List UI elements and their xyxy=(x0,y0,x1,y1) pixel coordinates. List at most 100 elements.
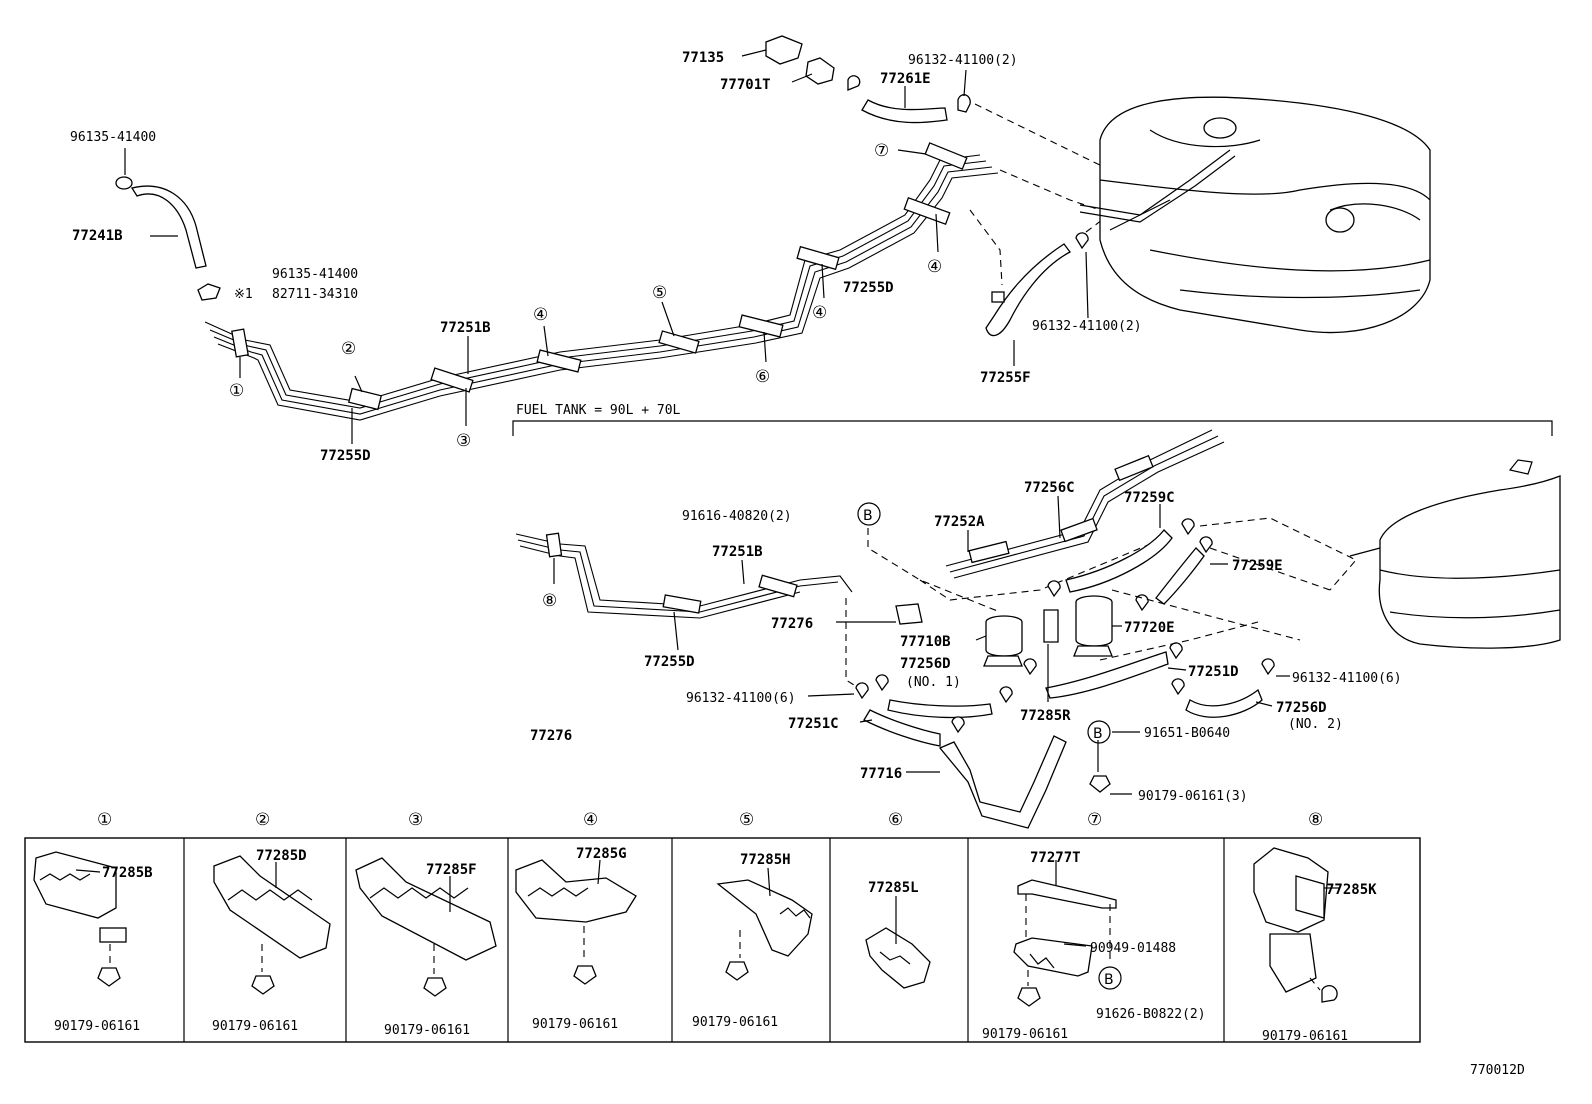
tank-section-heading: FUEL TANK = 90L + 70L xyxy=(516,403,681,418)
bolt-panel-2: 90179-06161 xyxy=(212,1019,298,1034)
part-77285K: 77285K xyxy=(1326,882,1377,898)
label-77255D-a: 77255D xyxy=(320,448,371,464)
label-96135-41400-a: 96135-41400 xyxy=(70,130,156,145)
label-90179-06161-3: 90179-06161(3) xyxy=(1138,789,1248,804)
callout-B-circle-1 xyxy=(857,502,881,526)
label-77252A: 77252A xyxy=(934,514,985,530)
panel-6-number: ⑥ xyxy=(888,810,903,830)
label-77276-a: 77276 xyxy=(771,616,813,632)
label-77701T: 77701T xyxy=(720,77,771,93)
clamp-callout-4c: ④ xyxy=(927,257,942,277)
tank-section: FUEL TANK = 90L + 70L xyxy=(512,403,1561,829)
part-77285L: 77285L xyxy=(868,880,919,896)
top-assembly: 77135 77701T 96132-41100(2) 77261E 96135… xyxy=(70,35,1431,464)
label-77256C: 77256C xyxy=(1024,480,1075,496)
tank-hoses xyxy=(807,504,1290,747)
label-91651-B0640: 91651-B0640 xyxy=(1144,726,1230,741)
label-77251C: 77251C xyxy=(788,716,839,732)
label-96132-41100-mid: 96132-41100(2) xyxy=(1032,319,1142,334)
vent-valve-group xyxy=(741,35,971,124)
clamp-callout-8: ⑧ xyxy=(542,591,557,611)
lower-pipe-bundle xyxy=(515,532,863,691)
panel-6: 77285L xyxy=(865,880,931,989)
panel-8: 77285K 90179-06161 xyxy=(1253,847,1377,1044)
label-77255D-tank: 77255D xyxy=(644,654,695,670)
panel-7-number: ⑦ xyxy=(1087,810,1102,830)
panel-4: 77285G 90179-06161 xyxy=(515,846,637,1032)
clamp-panels: ① ② ③ ④ ⑤ ⑥ ⑦ ⑧ 77285B 90179-06161 xyxy=(24,810,1421,1044)
label-77255D-b: 77255D xyxy=(843,280,894,296)
label-77710B: 77710B xyxy=(900,634,951,650)
part-77285D: 77285D xyxy=(256,848,307,864)
label-77259C: 77259C xyxy=(1124,490,1175,506)
part-77277T: 77277T xyxy=(1030,850,1081,866)
label-96132-41100-6-left: 96132-41100(6) xyxy=(686,691,796,706)
part-77285B: 77285B xyxy=(102,865,153,881)
bolt-panel-5: 90179-06161 xyxy=(692,1015,778,1030)
bolt-panel-3: 90179-06161 xyxy=(384,1023,470,1038)
panel-1-number: ① xyxy=(97,810,112,830)
part-91626-B0822: 91626-B0822(2) xyxy=(1096,1007,1206,1022)
label-77251D: 77251D xyxy=(1188,664,1239,680)
label-77251B-top: 77251B xyxy=(440,320,491,336)
clamp-callout-4b: ④ xyxy=(812,303,827,323)
label-82711-34310: 82711-34310 xyxy=(272,287,358,302)
section-bracket xyxy=(512,420,1553,436)
tank-pipes-upper xyxy=(919,429,1225,601)
fuel-tank-top xyxy=(1079,96,1431,334)
label-77285R: 77285R xyxy=(1020,708,1071,724)
charcoal-canisters xyxy=(836,528,1301,702)
label-77241B: 77241B xyxy=(72,228,123,244)
top-pipe-bundle xyxy=(204,142,999,444)
part-77285G: 77285G xyxy=(576,846,627,862)
panel-4-number: ④ xyxy=(583,810,598,830)
clamp-callout-1: ① xyxy=(229,381,244,401)
label-no2: (NO. 2) xyxy=(1288,717,1343,732)
panel-5-number: ⑤ xyxy=(739,810,754,830)
clamp-callout-2: ② xyxy=(341,339,356,359)
label-77135: 77135 xyxy=(682,50,724,66)
panel-3: 77285F 90179-06161 xyxy=(355,857,497,1038)
callout-B-panel-7: B xyxy=(1104,972,1114,988)
filler-hose xyxy=(115,148,221,301)
label-96132-41100-6-right: 96132-41100(6) xyxy=(1292,671,1402,686)
label-77276-b: 77276 xyxy=(530,728,572,744)
label-77256D-no2: 77256D xyxy=(1276,700,1327,716)
label-no1: (NO. 1) xyxy=(906,675,961,690)
label-96135-41400-b: 96135-41400 xyxy=(272,267,358,282)
bolt-panel-4: 90179-06161 xyxy=(532,1017,618,1032)
clamp-callout-3: ③ xyxy=(456,431,471,451)
label-77251B-tank: 77251B xyxy=(712,544,763,560)
label-77261E: 77261E xyxy=(880,71,931,87)
panel-3-number: ③ xyxy=(408,810,423,830)
part-77285F: 77285F xyxy=(426,862,477,878)
panel-frame xyxy=(24,837,1421,1043)
panel-8-number: ⑧ xyxy=(1308,810,1323,830)
bolt-panel-8: 90179-06161 xyxy=(1262,1029,1348,1044)
panel-2: 77285D 90179-06161 xyxy=(212,848,331,1034)
label-77259E: 77259E xyxy=(1232,558,1283,574)
callout-B-1: B xyxy=(863,508,873,524)
fuel-tank-right xyxy=(1199,459,1561,649)
panel-5: 77285H 90179-06161 xyxy=(692,852,813,1030)
label-77716: 77716 xyxy=(860,766,902,782)
clamp-callout-6: ⑥ xyxy=(755,367,770,387)
clamp-callout-5: ⑤ xyxy=(652,283,667,303)
clamp-callout-4a: ④ xyxy=(533,305,548,325)
callout-B-2: B xyxy=(1093,726,1103,742)
part-90949-01488: 90949-01488 xyxy=(1090,941,1176,956)
label-96132-41100-top: 96132-41100(2) xyxy=(908,53,1018,68)
part-77285H: 77285H xyxy=(740,852,791,868)
label-77256D-no1: 77256D xyxy=(900,656,951,672)
panel-2-number: ② xyxy=(255,810,270,830)
panel-7: B 77277T 90949-01488 91626-B0822(2) 9017… xyxy=(982,850,1206,1042)
callout-B-circle-2 xyxy=(1087,720,1111,744)
bolt-panel-1: 90179-06161 xyxy=(54,1019,140,1034)
label-77720E: 77720E xyxy=(1124,620,1175,636)
clamp-callout-7: ⑦ xyxy=(874,141,889,161)
vent-hose-group xyxy=(969,103,1111,366)
bracket-77716 xyxy=(906,735,1132,829)
label-77255F: 77255F xyxy=(980,370,1031,386)
